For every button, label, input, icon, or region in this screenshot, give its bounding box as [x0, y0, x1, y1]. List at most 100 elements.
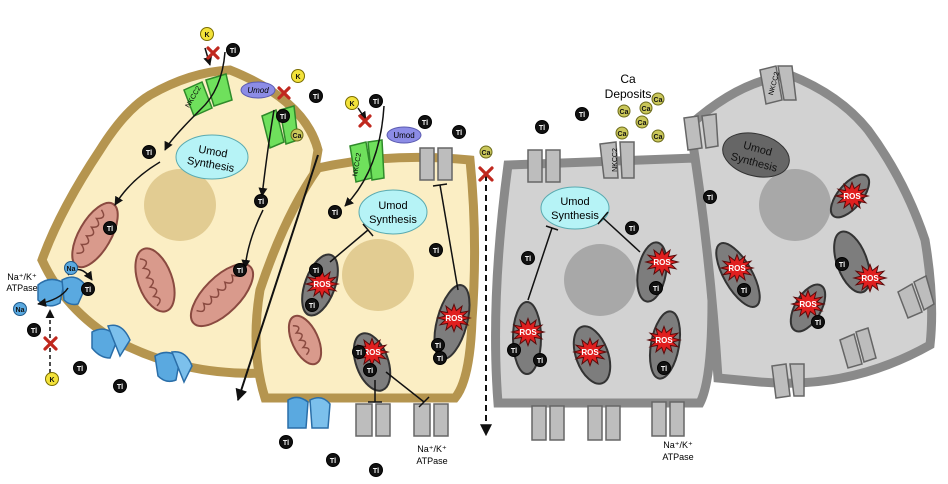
svg-text:Tl: Tl: [537, 358, 543, 365]
svg-text:ATPase: ATPase: [662, 452, 693, 462]
svg-text:K: K: [204, 32, 209, 39]
svg-text:K: K: [295, 74, 300, 81]
svg-text:Tl: Tl: [332, 210, 338, 217]
svg-text:Ca: Ca: [654, 97, 663, 104]
svg-text:Tl: Tl: [629, 226, 635, 233]
ros-burst-icon: ROS: [304, 268, 340, 300]
svg-text:ROS: ROS: [799, 300, 817, 309]
atpase-pump-icon: [287, 396, 331, 429]
nkcc2-label: NKCC2: [352, 152, 363, 177]
calcium-ion-icon: Ca: [615, 126, 629, 140]
umod-protein-pill: Umod: [240, 81, 276, 99]
thallium-ion-icon: Tl: [429, 243, 443, 257]
thallium-ion-icon: Tl: [811, 315, 825, 329]
atpase-pump-icon: [37, 276, 87, 307]
calcium-ion-icon: Ca: [479, 145, 493, 159]
svg-text:ROS: ROS: [728, 264, 746, 273]
thallium-ion-icon: Tl: [276, 109, 290, 123]
mitochondrion-icon: [287, 314, 323, 366]
nkcc2-channel-icon: NKCC2: [599, 141, 635, 179]
svg-text:Tl: Tl: [815, 320, 821, 327]
ros-burst-icon: ROS: [510, 316, 546, 348]
nkcc2-channel-icon: NKCC2: [349, 139, 385, 183]
svg-text:Tl: Tl: [77, 366, 83, 373]
svg-text:Tl: Tl: [330, 458, 336, 465]
ros-burst-icon: ROS: [719, 252, 755, 284]
sodium-ion-icon: Na: [13, 302, 27, 316]
svg-text:Tl: Tl: [313, 268, 319, 275]
thallium-ion-icon: Tl: [575, 107, 589, 121]
calcium-ion-icon: Ca: [617, 104, 631, 118]
svg-text:Tl: Tl: [525, 256, 531, 263]
thallium-ion-icon: Tl: [309, 263, 323, 277]
svg-text:Na: Na: [16, 307, 25, 314]
svg-text:ROS: ROS: [581, 348, 599, 357]
cell-1-nucleus: [144, 169, 216, 241]
cell-4-nucleus: [759, 169, 831, 241]
thallium-ion-icon: Tl: [27, 323, 41, 337]
thallium-ion-icon: Tl: [452, 125, 466, 139]
ros-burst-icon: ROS: [852, 262, 888, 294]
svg-text:Tl: Tl: [653, 286, 659, 293]
thallium-ion-icon: Tl: [73, 361, 87, 375]
svg-text:Tl: Tl: [313, 94, 319, 101]
thallium-ion-icon: Tl: [521, 251, 535, 265]
svg-text:Ca: Ca: [620, 109, 629, 116]
thallium-ion-icon: Tl: [703, 190, 717, 204]
svg-text:Tl: Tl: [107, 226, 113, 233]
potassium-ion-icon: K: [345, 96, 359, 110]
potassium-ion-icon: K: [291, 69, 305, 83]
atpase-pump-icon: [839, 327, 877, 369]
svg-text:Tl: Tl: [839, 262, 845, 269]
svg-text:Na⁺/K⁺: Na⁺/K⁺: [417, 444, 447, 454]
thallium-ion-icon: Tl: [142, 145, 156, 159]
thallium-ion-icon: Tl: [535, 120, 549, 134]
svg-text:Tl: Tl: [433, 248, 439, 255]
svg-text:Umod: Umod: [247, 86, 269, 95]
channel-icon: [683, 113, 719, 151]
svg-text:Tl: Tl: [280, 114, 286, 121]
thallium-ion-icon: Tl: [328, 205, 342, 219]
thallium-ion-icon: Tl: [507, 343, 521, 357]
umod-synthesis-bubble: Umod Synthesis: [175, 134, 249, 180]
svg-text:Tl: Tl: [422, 120, 428, 127]
atpase-pump-icon: [651, 401, 685, 437]
thallium-ion-icon: Tl: [657, 361, 671, 375]
svg-text:ATPase: ATPase: [416, 456, 447, 466]
thallium-ion-icon: Tl: [103, 221, 117, 235]
thallium-ion-icon: Tl: [835, 257, 849, 271]
svg-text:Tl: Tl: [373, 468, 379, 475]
svg-text:Tl: Tl: [373, 99, 379, 106]
atpase-pump-icon: [413, 403, 449, 437]
calcium-ion-icon: Ca: [651, 92, 665, 106]
umod-synthesis-bubble: Umod Synthesis: [540, 186, 610, 230]
svg-text:Ca: Ca: [620, 72, 636, 86]
svg-text:ROS: ROS: [313, 280, 331, 289]
transport-arrows: [37, 47, 492, 437]
svg-text:Na: Na: [67, 266, 76, 273]
svg-text:ROS: ROS: [363, 348, 381, 357]
svg-text:Tl: Tl: [367, 368, 373, 375]
atpase-pump-icon: [531, 405, 565, 441]
svg-text:Tl: Tl: [117, 384, 123, 391]
thallium-ion-icon: Tl: [226, 43, 240, 57]
potassium-ion-icon: K: [45, 372, 59, 386]
svg-text:Tl: Tl: [437, 356, 443, 363]
svg-text:ROS: ROS: [655, 336, 673, 345]
svg-text:Ca: Ca: [293, 133, 302, 140]
calcium-ion-icon: Ca: [639, 101, 653, 115]
thallium-ion-icon: Tl: [625, 221, 639, 235]
cell-3-nucleus: [564, 244, 636, 316]
thallium-ion-icon: Tl: [433, 351, 447, 365]
thallium-ion-icon: Tl: [254, 194, 268, 208]
svg-text:K: K: [349, 101, 354, 108]
ion-layer: TlTlTlTlTlTlTlTlTlTlTlTlTlTlTlTlTlTlTlTl…: [13, 27, 849, 477]
thallium-ion-icon: Tl: [352, 345, 366, 359]
mitochondrion-icon: [134, 247, 176, 313]
nkcc2-channel-icon: NKCC2: [759, 65, 797, 105]
svg-text:Tl: Tl: [258, 199, 264, 206]
svg-text:Tl: Tl: [31, 328, 37, 335]
thallium-ion-icon: Tl: [113, 379, 127, 393]
potassium-ion-icon: K: [200, 27, 214, 41]
